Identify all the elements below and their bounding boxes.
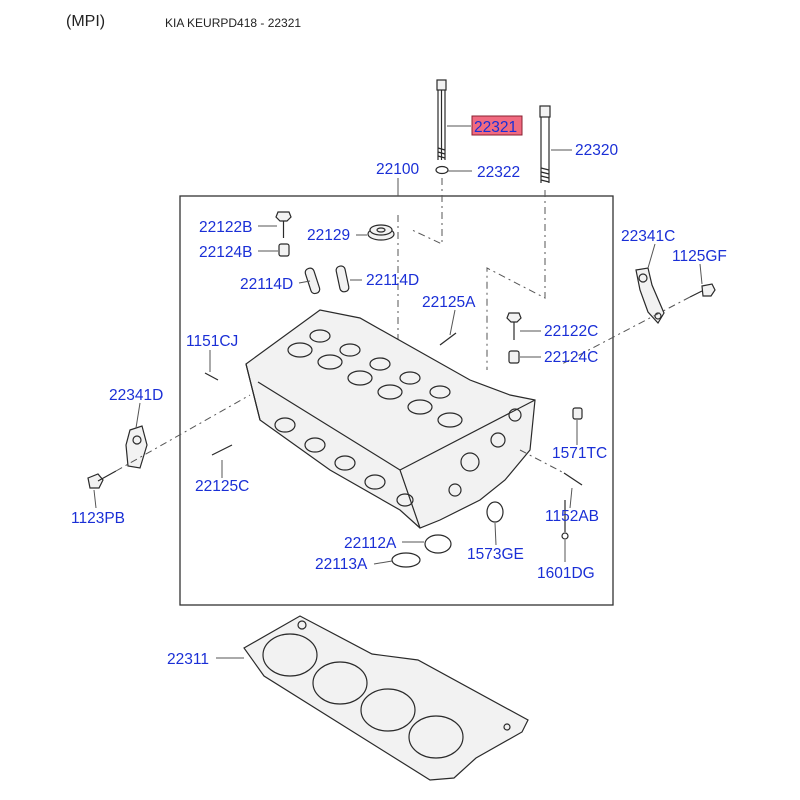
- part-label-22113A[interactable]: 22113A: [315, 556, 368, 573]
- part-label-1151CJ[interactable]: 1151CJ: [186, 333, 238, 350]
- dowel-22114D-right-drawing: [335, 265, 350, 293]
- part-label-22341D[interactable]: 22341D: [109, 387, 163, 404]
- head-bolt-22320-drawing: [539, 105, 551, 183]
- part-label-22125C[interactable]: 22125C: [195, 478, 249, 495]
- part-label-22114D-right[interactable]: 22114D: [366, 272, 419, 289]
- part-label-22124C[interactable]: 22124C: [544, 349, 598, 366]
- assembly-frame: [179, 195, 614, 606]
- bracket-22341D-drawing: [125, 425, 148, 469]
- part-label-1123PB[interactable]: 1123PB: [71, 510, 125, 527]
- part-label-22122B[interactable]: 22122B: [199, 219, 252, 236]
- pin-1601DG-drawing: [561, 500, 569, 540]
- bolt-1123PB-drawing: [87, 470, 117, 489]
- bolt-22122C-drawing: [506, 312, 522, 340]
- sleeve-22124B-drawing: [278, 243, 290, 257]
- selected-part-highlight: [471, 115, 523, 136]
- pin-1151CJ-drawing: [204, 372, 219, 381]
- stud-22125A-drawing: [439, 332, 457, 346]
- head-gasket-22311-drawing: [243, 615, 529, 781]
- seal-22112A-drawing: [424, 534, 452, 554]
- bolt-22122B-drawing: [275, 211, 292, 238]
- cylinder-head-22100-drawing: [245, 309, 536, 529]
- part-label-1573GE[interactable]: 1573GE: [467, 546, 524, 563]
- stud-1152AB-drawing: [563, 472, 583, 486]
- bracket-22341C-drawing: [635, 267, 665, 325]
- part-label-22122C[interactable]: 22122C: [544, 323, 598, 340]
- part-label-22125A[interactable]: 22125A: [422, 294, 476, 311]
- engine-variant-label: (MPI): [66, 13, 106, 30]
- part-label-22320[interactable]: 22320: [575, 142, 618, 159]
- bolt-1125GF-drawing: [689, 283, 716, 298]
- washer-22322-drawing: [435, 165, 449, 175]
- part-label-1571TC[interactable]: 1571TC: [552, 445, 607, 462]
- part-label-22341C[interactable]: 22341C: [621, 228, 675, 245]
- part-label-22311[interactable]: 22311: [167, 651, 209, 668]
- stud-22125C-drawing: [211, 444, 233, 456]
- part-label-22124B[interactable]: 22124B: [199, 244, 252, 261]
- part-label-22321[interactable]: 22321: [474, 119, 517, 136]
- part-label-22112A[interactable]: 22112A: [344, 535, 397, 552]
- part-label-22129[interactable]: 22129: [307, 227, 350, 244]
- sleeve-1571TC-drawing: [572, 407, 583, 420]
- sleeve-22124C-drawing: [508, 350, 520, 364]
- ring-22113A-drawing: [391, 552, 421, 568]
- part-label-1601DG[interactable]: 1601DG: [537, 565, 595, 582]
- head-bolt-22321-drawing: [436, 79, 447, 160]
- part-label-1152AB[interactable]: 1152AB: [545, 508, 599, 525]
- part-label-22114D-left[interactable]: 22114D: [240, 276, 293, 293]
- seal-1573GE-drawing: [486, 501, 504, 523]
- dowel-22114D-left-drawing: [304, 267, 321, 295]
- plug-22129-drawing: [367, 224, 395, 241]
- part-label-22322[interactable]: 22322: [477, 164, 520, 181]
- part-label-1125GF[interactable]: 1125GF: [672, 248, 727, 265]
- part-label-22100[interactable]: 22100: [376, 161, 419, 178]
- catalog-title: KIA KEURPD418 - 22321: [165, 16, 302, 30]
